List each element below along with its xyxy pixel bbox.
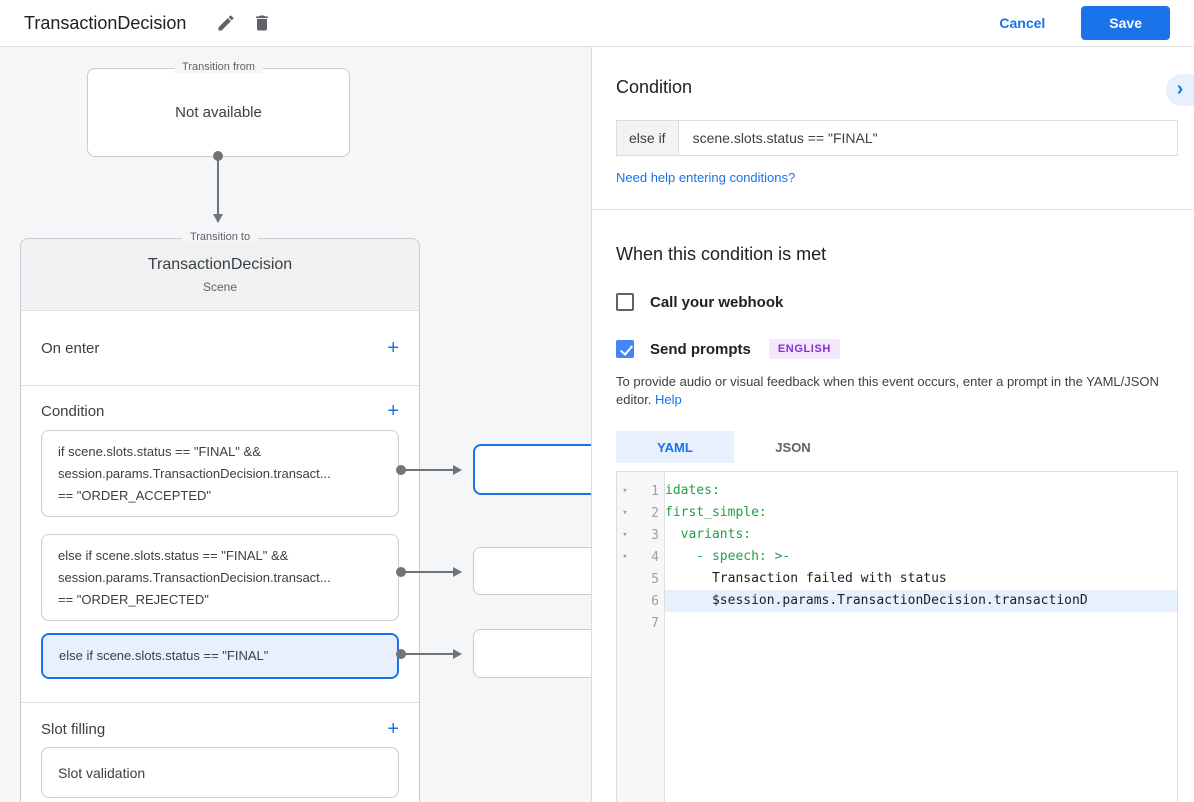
connector-line: [217, 159, 219, 214]
condition-section-label: Condition: [41, 402, 105, 420]
arrowhead-right-icon: [453, 567, 462, 577]
arrowhead-right-icon: [453, 465, 462, 475]
connector-line: [404, 571, 454, 573]
code-line[interactable]: first_simple:: [665, 505, 767, 520]
transition-target-box-2[interactable]: [473, 547, 591, 595]
fold-arrow-icon[interactable]: ▾: [622, 508, 628, 518]
add-on-enter-button[interactable]: +: [387, 337, 399, 359]
condition-section-row: Condition +: [21, 386, 419, 430]
yaml-code-editor[interactable]: ▾ 1 ▾ 2 ▾ 3 ▾ 4 5 6 7 idates: first_simple: …: [616, 471, 1178, 802]
transition-target-box-3[interactable]: [473, 629, 591, 678]
page-title: TransactionDecision: [24, 12, 187, 33]
code-line[interactable]: idates:: [665, 483, 720, 498]
scene-title: TransactionDecision: [147, 255, 293, 273]
chevron-right-icon: ›: [1176, 77, 1184, 100]
code-line-active[interactable]: $session.params.TransactionDecision.tran…: [665, 590, 1177, 612]
condition-text: if scene.slots.status == "FINAL" &&: [58, 444, 261, 459]
condition-card-3-selected[interactable]: else if scene.slots.status == "FINAL": [41, 633, 399, 679]
top-bar: TransactionDecision Cancel Save: [0, 0, 1194, 47]
condition-text: else if scene.slots.status == "FINAL" &&: [58, 548, 289, 563]
condition-prefix: else if: [616, 120, 678, 156]
condition-text: == "ORDER_ACCEPTED": [58, 488, 211, 503]
fold-arrow-icon[interactable]: ▾: [622, 552, 628, 562]
add-condition-button[interactable]: +: [387, 400, 399, 422]
help-link[interactable]: Help: [655, 392, 682, 407]
line-number: 7: [651, 615, 659, 631]
slot-validation-card[interactable]: Slot validation: [41, 747, 399, 798]
edit-icon[interactable]: [208, 5, 244, 41]
condition-expression-input[interactable]: [677, 120, 1178, 156]
condition-card-1[interactable]: if scene.slots.status == "FINAL" && sess…: [41, 430, 399, 517]
slot-filling-row: Slot filling +: [21, 703, 419, 747]
editor-tabs: YAML JSON: [616, 431, 1170, 463]
on-enter-row: On enter +: [21, 311, 419, 386]
collapse-panel-button[interactable]: ›: [1166, 74, 1194, 106]
send-prompts-checkbox-row[interactable]: Send prompts ENGLISH: [616, 339, 1170, 359]
line-number: 6: [651, 593, 659, 609]
when-condition-heading: When this condition is met: [616, 244, 827, 264]
code-line[interactable]: - speech: >-: [665, 549, 791, 564]
transition-from-legend: Transition from: [174, 61, 263, 73]
tab-yaml[interactable]: YAML: [616, 431, 734, 463]
fold-arrow-icon[interactable]: ▾: [622, 530, 628, 540]
transition-to-card: Transition to TransactionDecision Scene …: [20, 231, 420, 802]
condition-text: else if scene.slots.status == "FINAL": [59, 648, 269, 663]
transition-to-legend: Transition to: [181, 231, 259, 243]
arrowhead-down-icon: [213, 214, 223, 223]
description-text: To provide audio or visual feedback when…: [616, 374, 1159, 407]
flow-canvas: Transition from Not available Transition…: [0, 47, 591, 802]
scene-subtitle: Scene: [202, 279, 238, 294]
line-number: 3: [651, 527, 659, 543]
transition-from-box[interactable]: Transition from Not available: [87, 61, 350, 157]
line-number: 4: [651, 549, 659, 565]
condition-text: == "ORDER_REJECTED": [58, 592, 209, 607]
scene-header[interactable]: TransactionDecision Scene: [21, 239, 419, 311]
tab-json[interactable]: JSON: [734, 431, 852, 463]
prompts-description: To provide audio or visual feedback when…: [616, 373, 1170, 409]
code-line[interactable]: Transaction failed with status: [665, 571, 947, 586]
line-number: 2: [651, 505, 659, 521]
code-line[interactable]: [665, 612, 1177, 634]
connector-dot: [396, 465, 406, 475]
connector-dot: [396, 567, 406, 577]
slot-filling-label: Slot filling: [41, 720, 106, 738]
connector-dot: [396, 649, 406, 659]
send-prompts-checkbox[interactable]: [616, 340, 634, 358]
condition-editor-section: Condition › else if Need help entering c…: [592, 47, 1194, 210]
send-prompts-label: Send prompts: [650, 340, 751, 358]
condition-heading: Condition: [616, 77, 693, 97]
webhook-checkbox-row[interactable]: Call your webhook: [616, 293, 1170, 311]
condition-card-2[interactable]: else if scene.slots.status == "FINAL" &&…: [41, 534, 399, 621]
condition-text: session.params.TransactionDecision.trans…: [58, 466, 331, 481]
line-number: 5: [651, 571, 659, 587]
delete-icon[interactable]: [244, 5, 280, 41]
connector-dot: [213, 151, 223, 161]
cancel-button[interactable]: Cancel: [983, 7, 1061, 39]
language-badge: ENGLISH: [768, 339, 840, 359]
detail-panel: Condition › else if Need help entering c…: [591, 47, 1194, 802]
on-enter-label: On enter: [41, 339, 100, 357]
connector-line: [404, 469, 454, 471]
save-button[interactable]: Save: [1081, 6, 1170, 40]
editor-code-area[interactable]: idates: first_simple: variants: - speech…: [665, 472, 1177, 802]
transition-from-content: Not available: [175, 104, 262, 121]
code-line[interactable]: variants:: [665, 527, 752, 542]
connector-line: [404, 653, 454, 655]
arrowhead-right-icon: [453, 649, 462, 659]
fold-arrow-icon[interactable]: ▾: [622, 486, 628, 496]
transition-target-box-1[interactable]: [473, 444, 591, 495]
webhook-label: Call your webhook: [650, 293, 784, 311]
editor-gutter: ▾ 1 ▾ 2 ▾ 3 ▾ 4 5 6 7: [617, 472, 665, 802]
condition-text: session.params.TransactionDecision.trans…: [58, 570, 331, 585]
divider: [21, 702, 419, 703]
webhook-checkbox[interactable]: [616, 293, 634, 311]
condition-met-section: When this condition is met Call your web…: [592, 210, 1194, 802]
conditions-help-link[interactable]: Need help entering conditions?: [616, 170, 796, 185]
line-number: 1: [651, 483, 659, 499]
add-slot-button[interactable]: +: [387, 718, 399, 740]
